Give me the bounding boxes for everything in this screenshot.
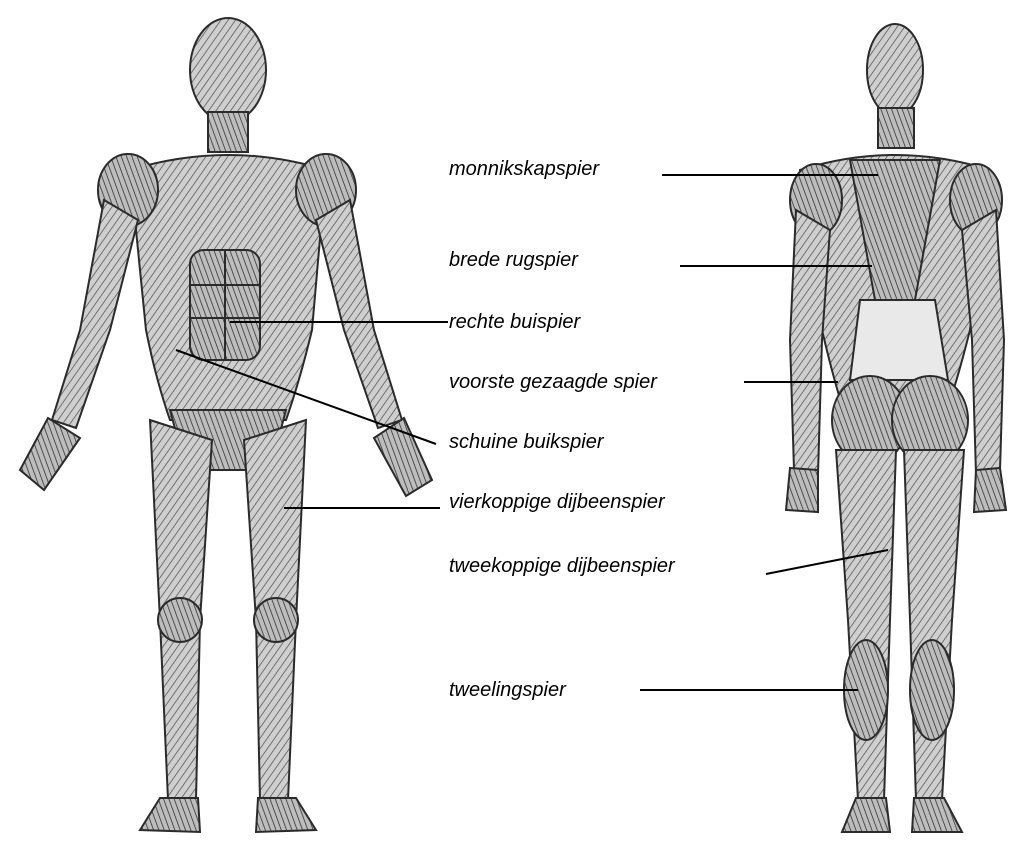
anterior-muscle-figure bbox=[20, 18, 432, 832]
label-voorste-gezaagde-spier: voorste gezaagde spier bbox=[449, 370, 657, 394]
label-brede-rugspier: brede rugspier bbox=[449, 248, 578, 272]
label-tweekoppige-dijbeenspier: tweekoppige dijbeenspier bbox=[449, 554, 675, 578]
label-monnikskapspier: monnikskapspier bbox=[449, 157, 599, 181]
posterior-muscle-figure bbox=[786, 24, 1006, 832]
label-vierkoppige-dijbeenspier: vierkoppige dijbeenspier bbox=[449, 490, 665, 514]
label-tweelingspier: tweelingspier bbox=[449, 678, 566, 702]
label-rechte-buispier: rechte buispier bbox=[449, 310, 580, 334]
label-schuine-buikspier: schuine buikspier bbox=[449, 430, 604, 454]
